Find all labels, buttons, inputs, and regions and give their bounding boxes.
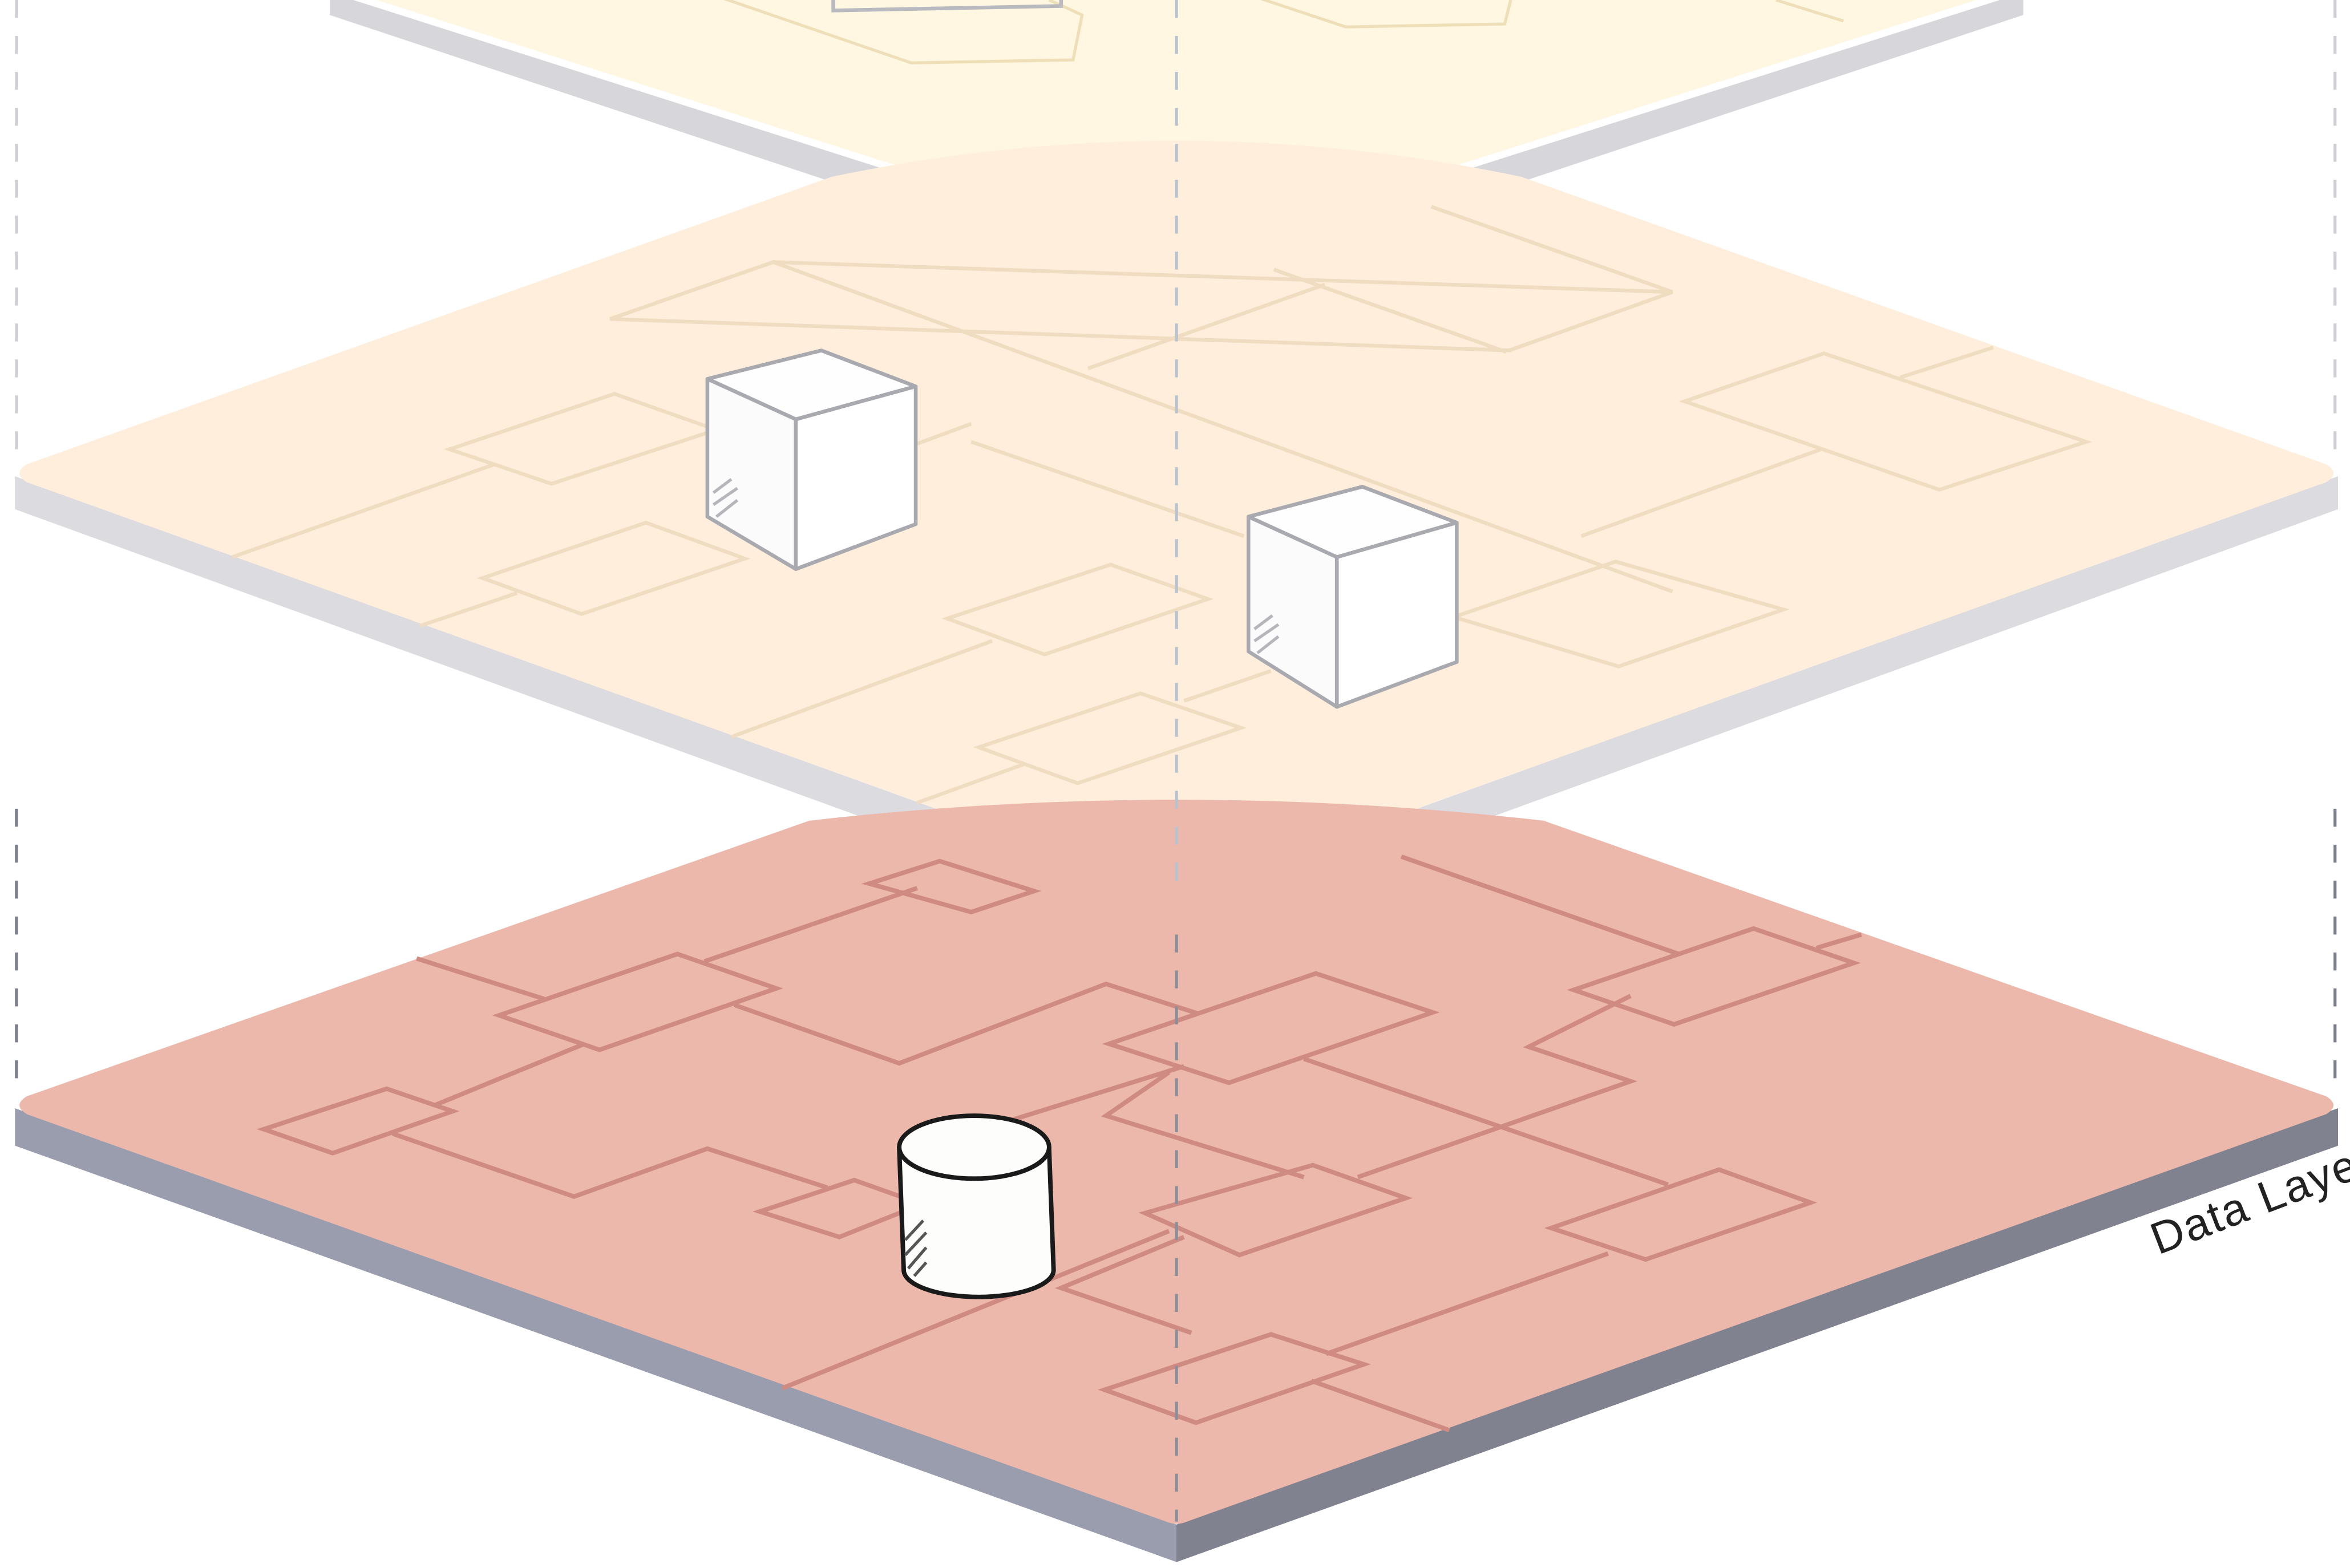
data-layer: Data Layer — [15, 800, 2350, 1562]
database-icon — [897, 1113, 1056, 1299]
top-layer — [329, 0, 2024, 297]
cube-icon — [1246, 485, 1459, 709]
middle-layer-blueprint-lines — [232, 205, 2093, 805]
cube-icon — [705, 349, 918, 572]
vertical-guides — [15, 0, 2337, 1522]
data-layer-edge-right — [1176, 1108, 2338, 1562]
top-layer-box-outline — [831, 0, 1063, 13]
top-layer-blueprint-lines — [723, 0, 1844, 64]
top-layer-surface — [377, 0, 1976, 255]
